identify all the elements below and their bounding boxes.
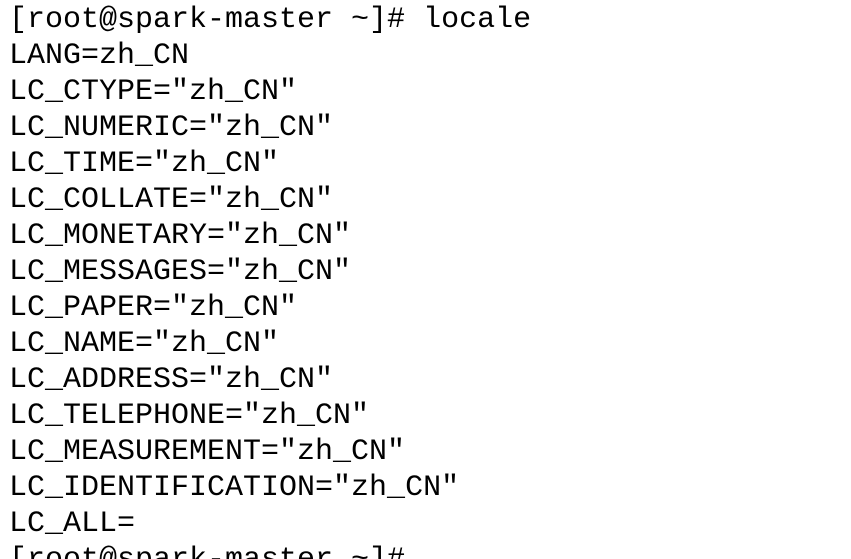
locale-line-name: LC_NAME="zh_CN" [9,327,280,361]
locale-line-all: LC_ALL= [9,507,136,541]
locale-line-identification: LC_IDENTIFICATION="zh_CN" [9,471,460,505]
locale-line-ctype: LC_CTYPE="zh_CN" [9,75,298,109]
locale-line-lang: LANG=zh_CN [9,39,190,73]
locale-line-monetary: LC_MONETARY="zh_CN" [9,219,352,253]
locale-line-time: LC_TIME="zh_CN" [9,147,280,181]
locale-line-telephone: LC_TELEPHONE="zh_CN" [9,399,370,433]
terminal-command-line: [root@spark-master ~]# locale [9,3,532,37]
locale-line-collate: LC_COLLATE="zh_CN" [9,183,334,217]
locale-line-paper: LC_PAPER="zh_CN" [9,291,298,325]
locale-line-messages: LC_MESSAGES="zh_CN" [9,255,352,289]
terminal-output: [root@spark-master ~]# locale LANG=zh_CN… [9,2,531,559]
locale-line-numeric: LC_NUMERIC="zh_CN" [9,111,334,145]
locale-line-measurement: LC_MEASUREMENT="zh_CN" [9,435,406,469]
terminal-prompt-line[interactable]: [root@spark-master ~]# [9,542,531,559]
locale-line-address: LC_ADDRESS="zh_CN" [9,363,334,397]
